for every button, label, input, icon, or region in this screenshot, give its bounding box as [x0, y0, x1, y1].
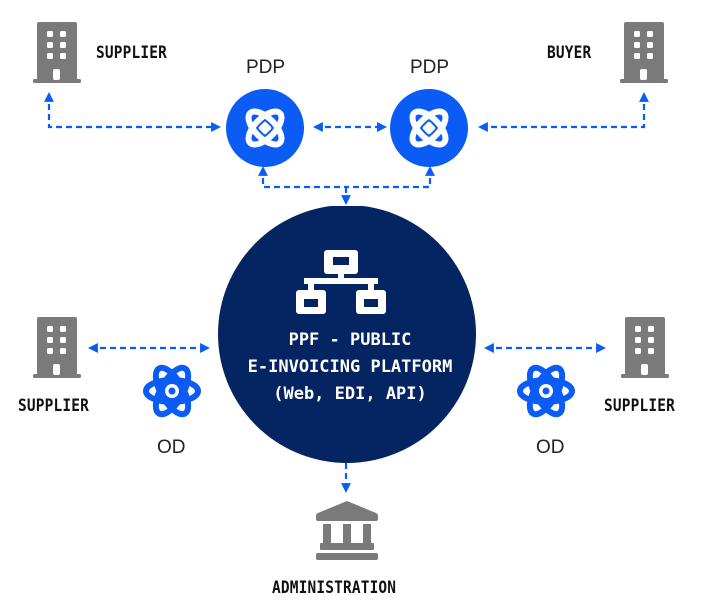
connector-pdp-buyer	[478, 92, 649, 132]
buyer-label: BUYER	[547, 43, 592, 63]
od-left-label: OD	[157, 437, 186, 458]
supplier-mid-left-label: SUPPLIER	[18, 396, 89, 416]
building-icon	[33, 22, 81, 83]
platform-line-1: PPF - PUBLIC	[288, 330, 412, 350]
atom-icon	[409, 108, 449, 148]
atom-icon	[517, 364, 575, 418]
platform-title: PPF - PUBLIC E-INVOICING PLATFORM (Web, …	[215, 327, 485, 408]
platform-line-2: E-INVOICING PLATFORM	[247, 357, 453, 377]
atom-icon	[143, 364, 201, 418]
administration-label: ADMINISTRATION	[272, 578, 397, 598]
pdp-right-label: PDP	[410, 57, 450, 78]
pdp-right-node	[390, 89, 468, 167]
connector-pdp-left-platform	[258, 166, 346, 189]
atom-icon	[245, 108, 285, 148]
connector-supplier-pdp	[44, 92, 221, 132]
pdp-left-node	[226, 89, 304, 167]
building-icon	[33, 317, 81, 378]
supplier-mid-right-label: SUPPLIER	[604, 396, 675, 416]
connector-pdp-right-platform	[346, 166, 435, 189]
platform-line-3: (Web, EDI, API)	[273, 384, 427, 404]
pdp-left-label: PDP	[246, 57, 286, 78]
supplier-top-left-label: SUPPLIER	[96, 43, 167, 63]
government-building-icon	[316, 501, 378, 560]
od-right-label: OD	[536, 437, 565, 458]
building-icon	[620, 22, 668, 83]
platform-node	[218, 206, 476, 463]
building-icon	[621, 317, 669, 378]
